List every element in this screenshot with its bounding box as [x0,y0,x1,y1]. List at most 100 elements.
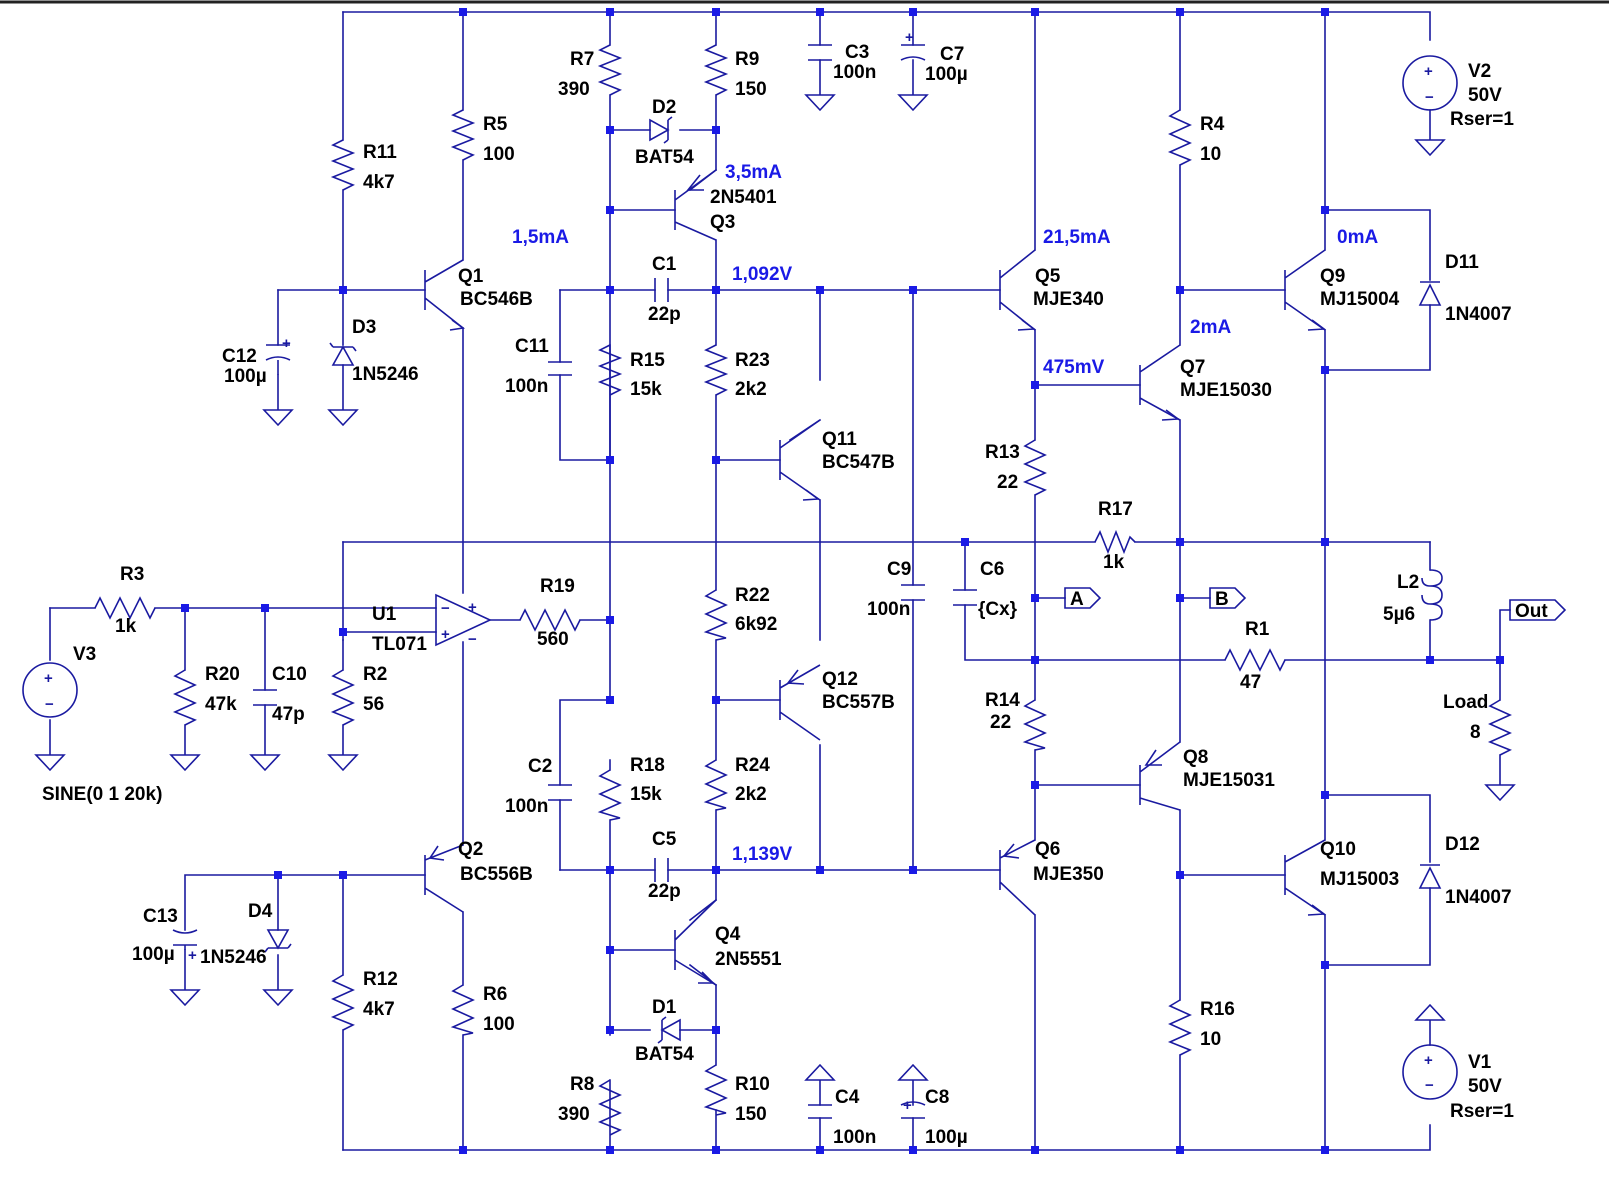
label-d11-name: D11 [1445,252,1479,273]
capacitor-c11 [548,361,572,376]
label-q4-name: Q4 [715,924,741,945]
resistor-r16 [1167,999,1192,1056]
label-q1-value: BC546B [460,289,533,310]
label-v1-name: V1 [1468,1052,1492,1073]
ground-symbol [169,989,201,1007]
capacitor-c3 [808,44,832,61]
transistor-q4 [674,899,717,986]
label-net-b: B [1215,589,1229,610]
source-v2: +− [1402,55,1458,111]
diode-d11 [1418,281,1442,306]
label-c4-value: 100n [833,1127,876,1148]
label-c12-value: 100µ [224,366,267,387]
annotation-i-r15: 1,5mA [512,227,569,248]
label-u1-name: U1 [372,604,397,625]
label-r5-value: 100 [483,144,515,165]
label-c7-plus: + [905,29,914,46]
capacitors [172,44,977,1119]
label-r1-name: R1 [1245,619,1270,640]
label-d3-name: D3 [352,317,376,338]
label-r8-value: 390 [558,1104,590,1125]
label-r24-value: 2k2 [735,784,767,805]
label-d12-name: D12 [1445,834,1480,855]
label-q1-name: Q1 [458,266,484,287]
ground-symbol [249,754,281,772]
label-r18-value: 15k [630,784,662,805]
diode-d3 [329,342,357,366]
label-v3-value: SINE(0 1 20k) [42,784,162,805]
label-r7-value: 390 [558,79,590,100]
label-d3-value: 1N5246 [352,364,419,385]
source-v3: +− [22,662,78,718]
annotation-v-bot: 1,139V [732,844,793,865]
resistor-r4 [1167,109,1192,166]
transistor-q3 [674,169,717,241]
grounds [34,94,1516,1081]
label-r22-value: 6k92 [735,614,777,635]
label-r4-value: 10 [1200,144,1221,165]
label-c12-plus: + [282,335,291,352]
label-q12-name: Q12 [822,669,858,690]
label-r7-name: R7 [570,49,594,70]
ground-symbol-up [1414,1003,1446,1021]
label-q11-value: BC547B [822,452,895,473]
transistor-q12 [779,664,821,741]
label-q4-value: 2N5551 [715,949,782,970]
capacitor-c13 [172,929,198,950]
diodes [264,116,1442,1044]
label-r4-name: R4 [1200,114,1225,135]
transistors [424,169,1327,986]
net-flag-out [1509,599,1567,621]
label-r16-name: R16 [1200,999,1235,1020]
resistor-r23 [703,344,729,396]
ground-symbol [327,409,359,427]
capacitor-c7 [900,44,926,61]
diode-d4 [264,929,292,953]
label-r19-name: R19 [540,576,575,597]
transistor-q10 [1284,839,1327,916]
resistor-r2 [330,669,355,726]
annotation-v-mid: 475mV [1043,357,1105,378]
transistor-q1 [424,259,466,331]
label-c13-plus: + [188,947,197,964]
resistor-r20 [172,669,197,726]
net-flag-b [1209,587,1247,609]
label-v2-value: 50V [1468,85,1502,106]
label-r19-value: 560 [537,629,569,650]
resistor-load [1487,699,1512,756]
capacitor-c6 [953,589,977,606]
annotation-i-q9: 0mA [1337,227,1378,248]
resistor-r15 [597,344,623,396]
ground-symbol [262,989,294,1007]
label-r17-name: R17 [1098,499,1133,520]
opamp-u1: − + + − [435,593,492,648]
label-d12-value: 1N4007 [1445,887,1512,908]
label-r18-name: R18 [630,755,665,776]
inductor-l2 [1421,569,1443,621]
resistor-r1 [1224,648,1286,672]
label-r20-name: R20 [205,664,240,685]
label-c2-name: C2 [528,756,552,777]
ground-symbol-up [804,1063,836,1081]
label-r9-name: R9 [735,49,759,70]
label-r10-value: 150 [735,1104,767,1125]
label-q2-name: Q2 [458,839,483,860]
label-c6-value: {Cx} [978,599,1018,620]
svg-text:−: − [1425,1077,1434,1094]
label-d1-value: BAT54 [635,1044,694,1065]
capacitor-c12 [265,344,291,375]
resistor-r12 [330,974,355,1031]
label-d11-value: 1N4007 [1445,304,1512,325]
resistor-r19 [519,608,581,632]
labels: R7 390 R9 150 D2 BAT54 C3 100n C7 100µ +… [42,29,1548,1148]
transistor-q8 [1139,741,1181,811]
label-r22-name: R22 [735,585,770,606]
label-r6-value: 100 [483,1014,515,1035]
resistor-r18 [597,769,622,821]
resistor-r24 [703,759,728,811]
label-c3-name: C3 [845,42,869,63]
source-v1: +− [1402,1044,1458,1100]
label-r20-value: 47k [205,694,237,715]
label-q9-name: Q9 [1320,266,1345,287]
